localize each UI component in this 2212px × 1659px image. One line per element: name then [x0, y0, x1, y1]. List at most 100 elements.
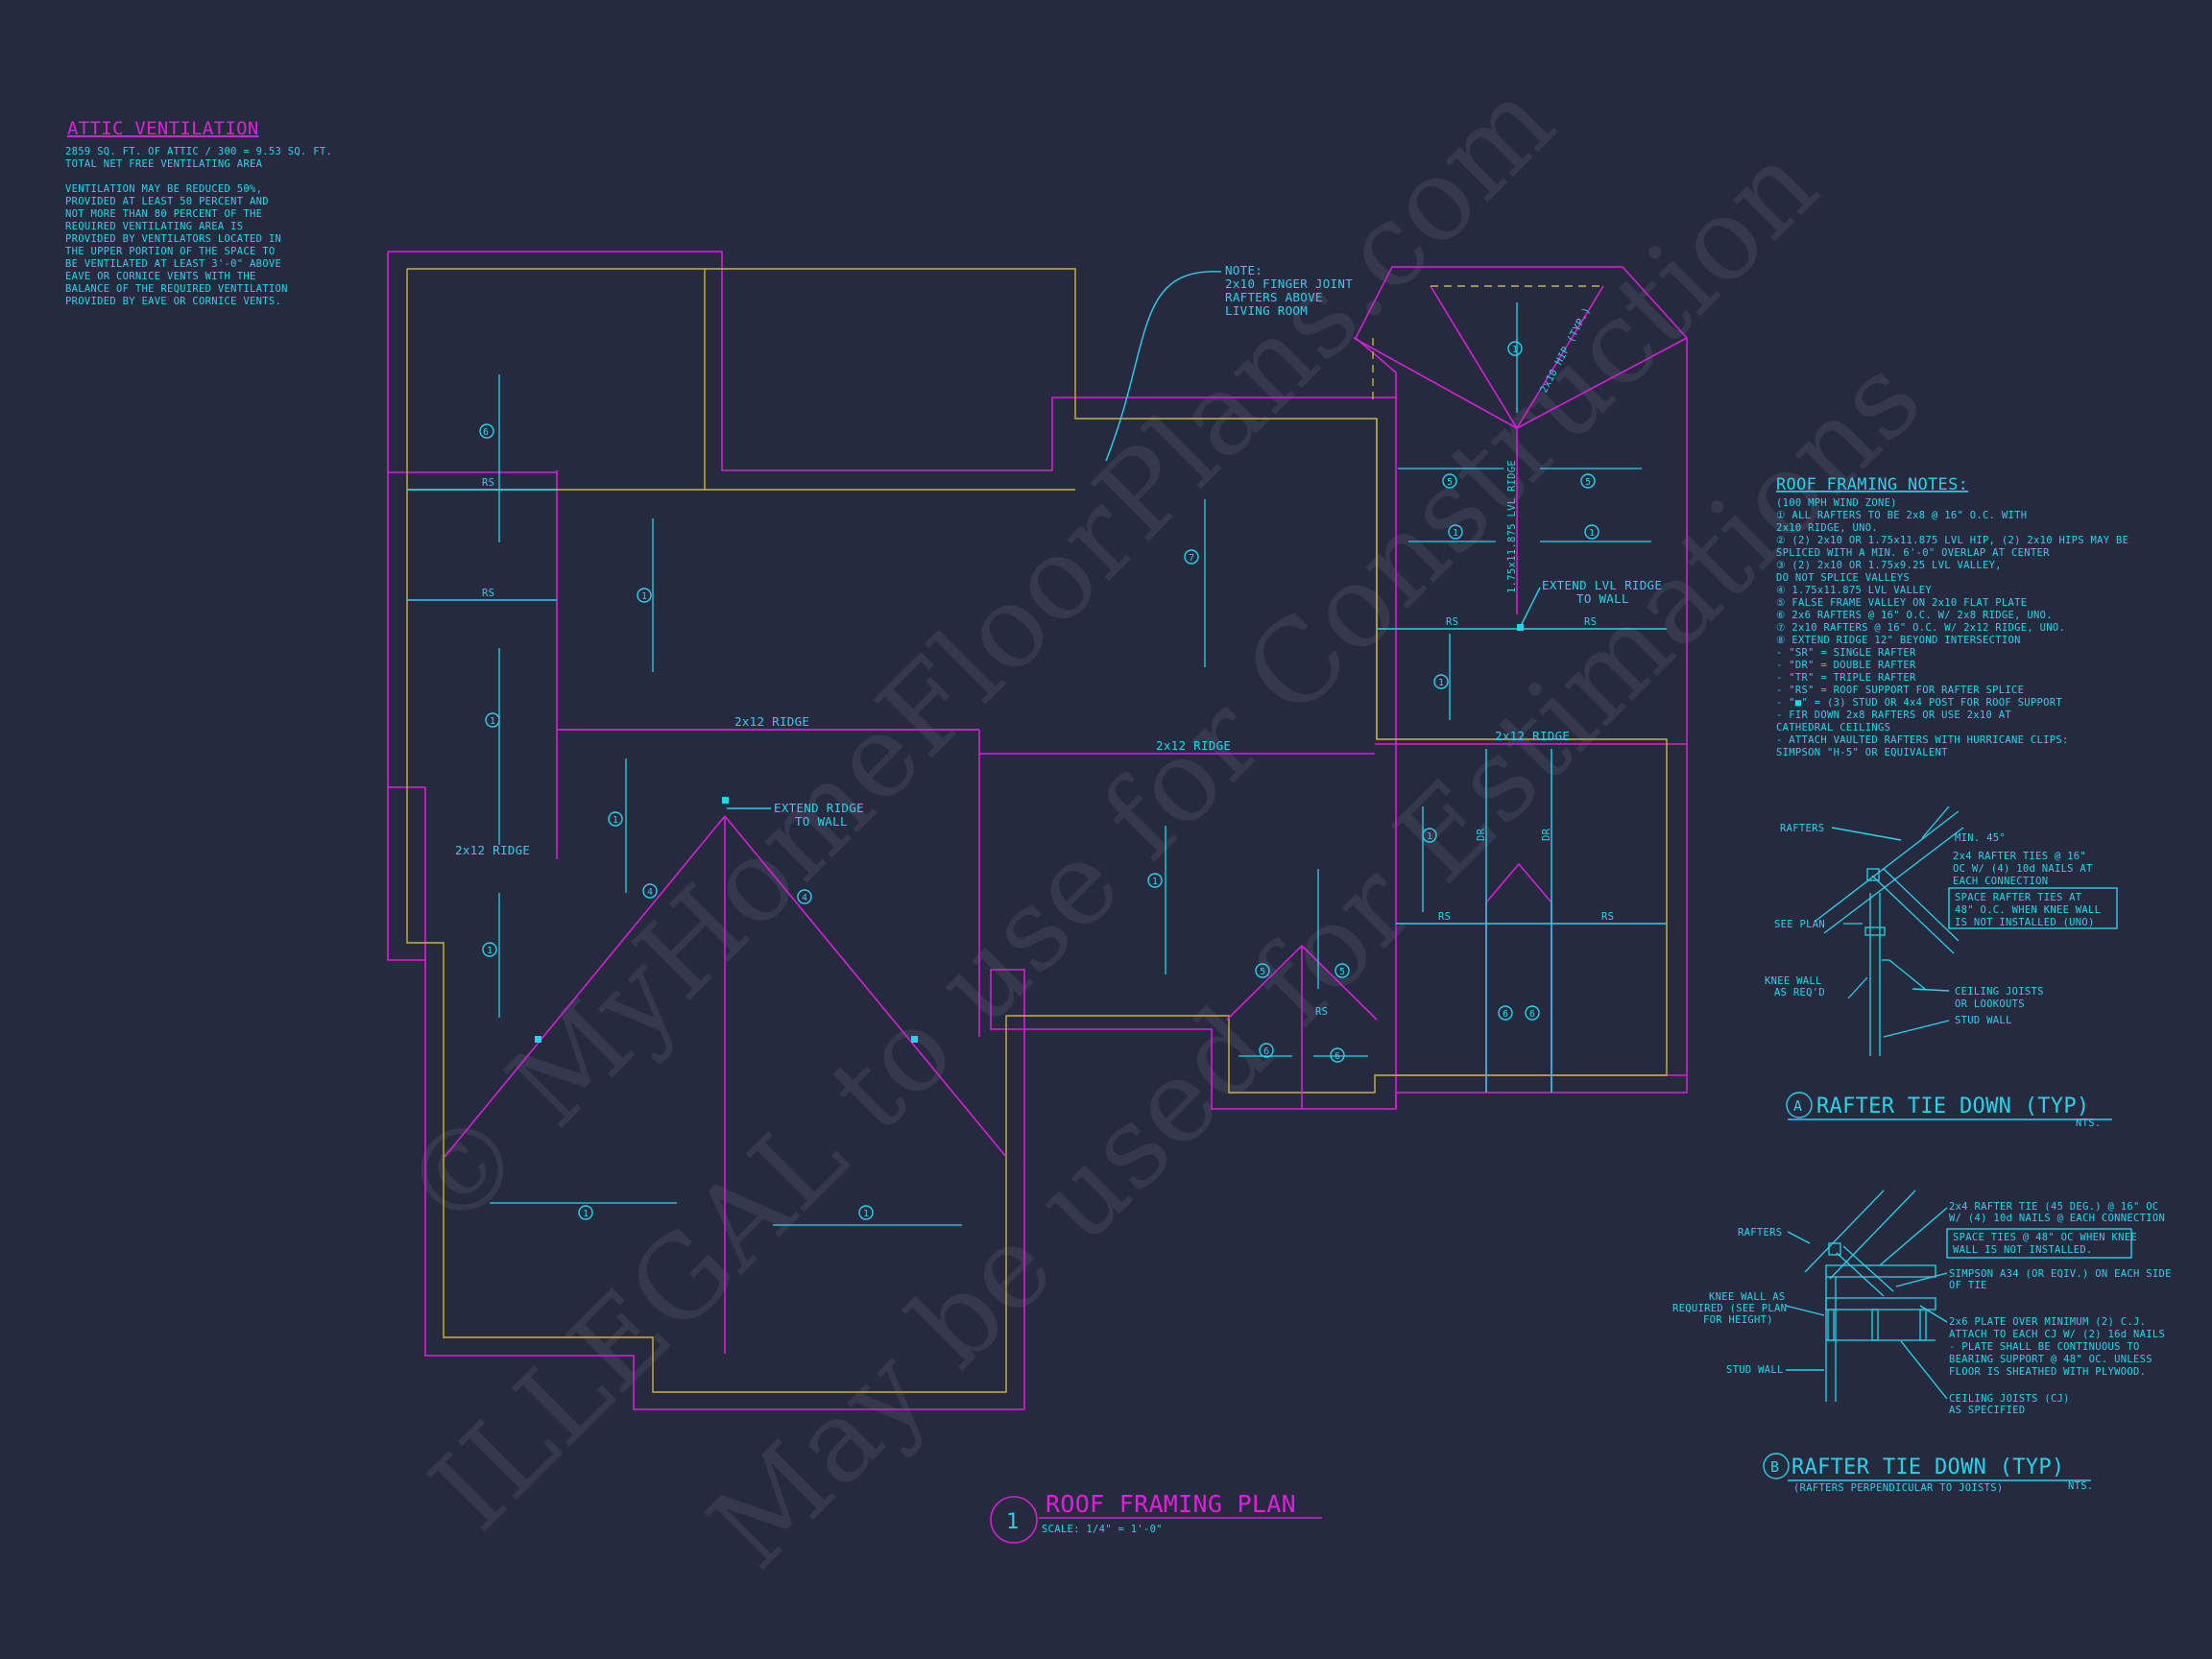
attic-line: NOT MORE THAN 80 PERCENT OF THE: [65, 208, 262, 220]
svg-text:1: 1: [1512, 345, 1518, 355]
svg-text:4: 4: [802, 893, 807, 903]
detail-b: RAFTERS 2x4 RAFTER TIE (45 DEG.) @ 16" O…: [1672, 1190, 2172, 1494]
callout-circle: 6: [1498, 1005, 1513, 1021]
ridge-label: 2x12 RIDGE: [455, 843, 530, 857]
callout-circle: 6: [479, 423, 494, 439]
detail-b-knee: REQUIRED (SEE PLAN: [1672, 1303, 1787, 1314]
detail-a-title: RAFTER TIE DOWN (TYP): [1816, 1094, 2089, 1118]
detail-a-tie: 2x4 RAFTER TIES @ 16": [1953, 851, 2086, 862]
svg-text:1: 1: [1427, 831, 1432, 842]
detail-b-knee: FOR HEIGHT): [1703, 1314, 1773, 1326]
roof-notes-title: ROOF FRAMING NOTES:: [1776, 475, 1968, 494]
detail-a-ceiling: OR LOOKOUTS: [1955, 998, 2025, 1010]
rs-label: RS: [1601, 911, 1614, 923]
roof-note-line: - "■" = (3) STUD OR 4x4 POST FOR ROOF SU…: [1776, 697, 2062, 709]
roof-note-line: - FIR DOWN 2x8 RAFTERS OR USE 2x10 AT: [1776, 709, 2011, 721]
roof-note-line: - "SR" = SINGLE RAFTER: [1776, 647, 1916, 659]
attic-line: TOTAL NET FREE VENTILATING AREA: [65, 158, 263, 170]
ridge-label: 2x12 RIDGE: [1156, 738, 1231, 753]
detail-a-min: MIN. 45°: [1955, 832, 2006, 844]
detail-a-tie: EACH CONNECTION: [1953, 876, 2048, 887]
svg-text:1: 1: [641, 591, 647, 602]
detail-b-plate: 2x6 PLATE OVER MINIMUM (2) C.J.: [1949, 1316, 2146, 1328]
callout-circle: 5: [1442, 473, 1457, 489]
leader: [1879, 1207, 1948, 1266]
roof-note-line: - "TR" = TRIPLE RAFTER: [1776, 672, 1916, 684]
detail-a-stud: STUD WALL: [1955, 1015, 2012, 1026]
detail-a-ceiling: CEILING JOISTS: [1955, 986, 2044, 998]
hip-line: [1516, 285, 1604, 429]
rs-label: RS: [1446, 616, 1458, 628]
svg-text:1: 1: [1589, 528, 1595, 539]
svg-text:1: 1: [1453, 528, 1458, 539]
watermark-line-3: May be used for Estimations: [684, 331, 1946, 1594]
detail-b-space: WALL IS NOT INSTALLED.: [1953, 1244, 2093, 1256]
callout-circle: 1: [578, 1205, 593, 1220]
detail-a-space: 48" O.C. WHEN KNEE WALL: [1955, 904, 2101, 916]
hip-line: [1353, 337, 1518, 429]
extend-ridge-label: TO WALL: [795, 814, 848, 829]
roof-note-line: SIMPSON "H-5" OR EQUIVALENT: [1776, 747, 1948, 758]
plan-note: NOTE: 2x10 FINGER JOINT RAFTERS ABOVE LI…: [1105, 263, 1353, 462]
attic-line: EAVE OR CORNICE VENTS WITH THE: [65, 271, 256, 282]
callout-circle: 4: [642, 883, 658, 899]
plan-title-block: 1 ROOF FRAMING PLAN SCALE: 1/4" = 1'-0": [990, 1490, 1322, 1544]
detail-b-ceiling: CEILING JOISTS (CJ): [1949, 1393, 2070, 1405]
plan-note-line: LIVING ROOM: [1225, 303, 1308, 318]
dr-label: DR: [1476, 828, 1487, 841]
roof-note-line: SPLICED WITH A MIN. 6'-0" OVERLAP AT CEN…: [1776, 547, 2050, 559]
roof-note-line: ⑤ FALSE FRAME VALLEY ON 2x10 FLAT PLATE: [1776, 597, 2027, 609]
detail-a-nts: NTS.: [2076, 1118, 2102, 1129]
detail-b-simpson: SIMPSON A34 (OR EQIV.) ON EACH SIDE: [1949, 1268, 2172, 1280]
extend-ridge-label: EXTEND RIDGE: [774, 801, 864, 815]
detail-b-knee: KNEE WALL AS: [1709, 1291, 1785, 1303]
detail-b-rafters: RAFTERS: [1738, 1227, 1782, 1238]
callout-circle: 1: [485, 712, 500, 728]
svg-text:6: 6: [483, 427, 489, 438]
detail-b-tag-bubble: [1763, 1453, 1790, 1479]
callout-circle: 1: [858, 1205, 874, 1220]
extend-lvl-label: EXTEND LVL RIDGE: [1542, 578, 1662, 592]
rs-label: RS: [1584, 616, 1597, 628]
callout-circle: 5: [1255, 963, 1270, 978]
hip-line: [444, 815, 726, 1158]
svg-text:1: 1: [490, 716, 495, 727]
callout-circle: 5: [1580, 473, 1596, 489]
detail-b-ceiling: AS SPECIFIED: [1949, 1405, 2025, 1416]
hip-line: [1516, 337, 1688, 429]
roof-note-line: ⑦ 2x10 RAFTERS @ 16" O.C. W/ 2x12 RIDGE,…: [1776, 622, 2065, 634]
svg-text:5: 5: [1339, 967, 1345, 977]
dr-label: DR: [1541, 828, 1552, 841]
detail-a-tie: OC W/ (4) 10d NAILS AT: [1953, 863, 2093, 875]
svg-text:1: 1: [583, 1209, 589, 1219]
plan-title: ROOF FRAMING PLAN: [1046, 1490, 1296, 1518]
post-marker: [722, 797, 729, 804]
roof-note-line: CATHEDRAL CEILINGS: [1776, 722, 1890, 733]
rs-label: RS: [482, 588, 494, 599]
rs-label: RS: [1438, 911, 1451, 923]
leader: [1919, 1305, 1948, 1323]
roof-framing-notes: ROOF FRAMING NOTES: (100 MPH WIND ZONE) …: [1776, 475, 2128, 758]
attic-lines: 2859 SQ. FT. OF ATTIC / 300 = 9.53 SQ. F…: [65, 146, 332, 307]
callout-circle: 6: [1525, 1005, 1540, 1021]
detail-a-rafters: RAFTERS: [1780, 823, 1824, 834]
leader: [1785, 1305, 1825, 1316]
svg-text:5: 5: [1585, 477, 1591, 488]
plan-note-line: RAFTERS ABOVE: [1225, 290, 1323, 304]
post-marker: [1517, 624, 1524, 631]
detail-b-tie: 2x4 RAFTER TIE (45 DEG.) @ 16" OC: [1949, 1201, 2159, 1213]
roof-note-line: ⑧ EXTEND RIDGE 12" BEYOND INTERSECTION: [1776, 635, 2021, 646]
roof-note-line: ④ 1.75x11.875 LVL VALLEY: [1776, 585, 1932, 596]
attic-line: PROVIDED BY EAVE OR CORNICE VENTS.: [65, 296, 281, 307]
detail-a-knee: KNEE WALL: [1765, 975, 1822, 987]
svg-text:4: 4: [647, 887, 653, 898]
roof-note-line: - "DR" = DOUBLE RAFTER: [1776, 660, 1916, 671]
leader: [1895, 1272, 1948, 1287]
callout-circle: 4: [797, 889, 812, 904]
watermark-line-2: ILLEGAL to use for Construction: [405, 118, 1842, 1555]
svg-text:6: 6: [1334, 1051, 1340, 1062]
lvl-ridge-label: 1.75x11.875 LVL RIDGE: [1506, 460, 1518, 593]
detail-b-plate: ATTACH TO EACH CJ W/ (2) 16d NAILS: [1949, 1329, 2165, 1340]
svg-text:6: 6: [1263, 1046, 1269, 1057]
callout-circle: 1: [1433, 674, 1449, 689]
